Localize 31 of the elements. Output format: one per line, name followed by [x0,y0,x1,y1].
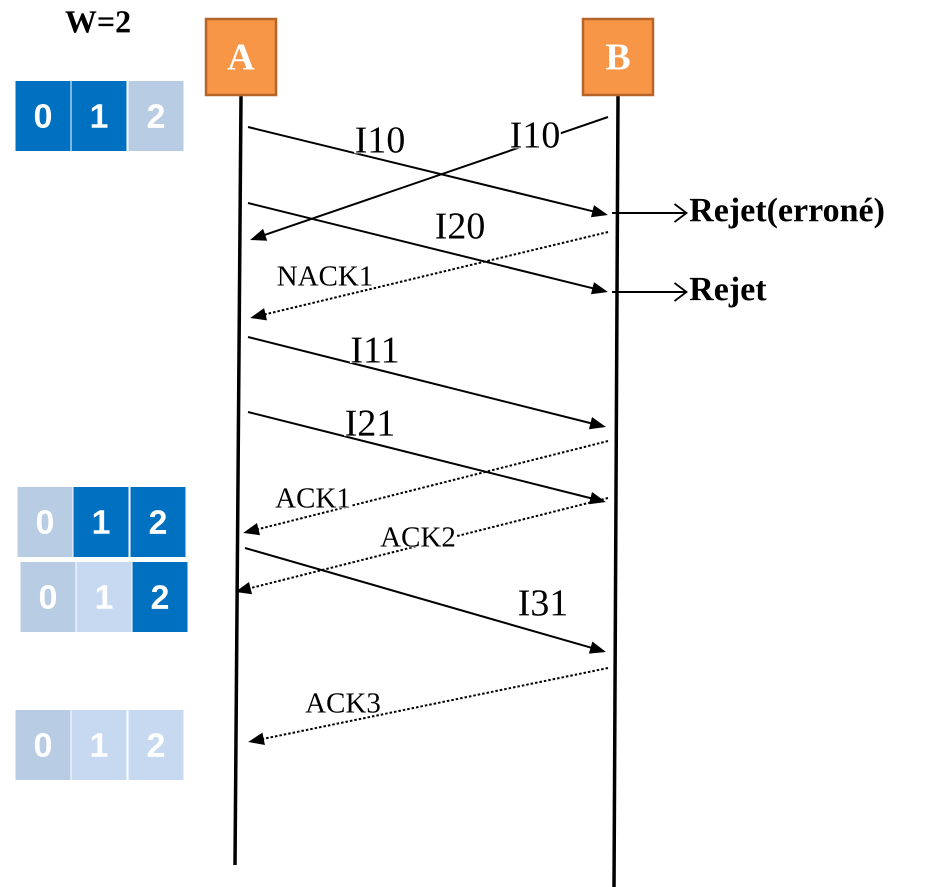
window-cell: 2 [128,710,184,780]
edge-label: NACK1 [278,266,372,286]
window-size-label: W=2 [65,11,130,33]
window-cell: 1 [76,562,132,632]
window-cell: 0 [16,710,70,780]
edge-label: I20 [436,213,484,239]
window-cell: 0 [16,81,70,151]
edge-label: I11 [352,337,398,363]
window-cell: 2 [132,562,188,632]
status-text: Rejet(erroné) [690,198,884,228]
edge-label: I31 [519,590,566,616]
edge-label: I21 [346,410,394,436]
station-box: B [582,18,654,96]
window-cell: 0 [20,562,76,632]
node-label: 1 [92,104,108,128]
window-cell: 1 [72,710,126,780]
edge-label: I10 [356,127,404,153]
edge-label: I10 [511,122,559,148]
message-arrow [612,203,688,223]
window-cell: 2 [130,487,186,557]
window-cell: 2 [128,81,184,151]
status-text: Rejet [690,276,766,308]
station-box: A [204,18,278,96]
window-cell: 1 [72,81,126,151]
edge-label: ACK2 [380,527,454,547]
node-label: 0 [34,104,52,128]
edge-label: ACK1 [275,488,350,508]
message-arrow [612,282,688,302]
edge-label: ACK3 [305,693,380,713]
window-cell: 0 [18,487,72,557]
window-cell: 1 [74,487,128,557]
